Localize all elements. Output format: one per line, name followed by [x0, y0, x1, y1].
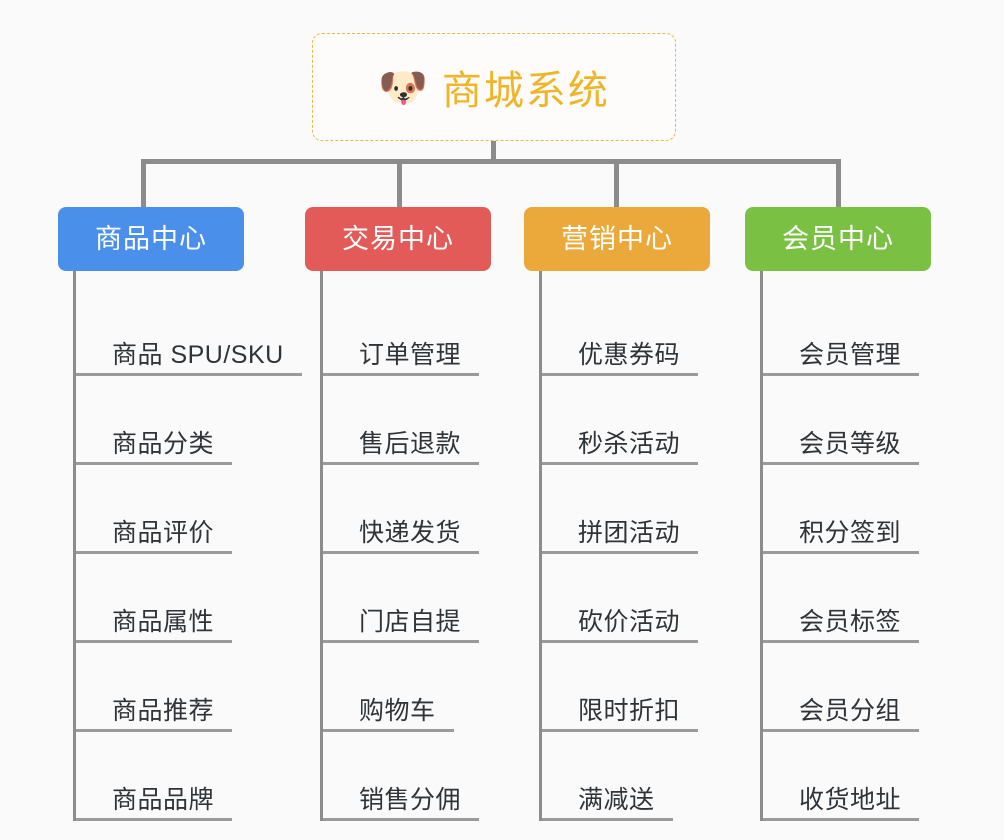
leaf-underline — [542, 640, 698, 643]
list-item[interactable]: 商品推荐 — [76, 643, 302, 732]
list-item[interactable]: 拼团活动 — [542, 465, 710, 554]
leaf-underline — [323, 462, 479, 465]
list-item[interactable]: 限时折扣 — [542, 643, 710, 732]
leaf-underline — [542, 373, 698, 376]
leaf-underline — [763, 729, 919, 732]
leaf-underline — [542, 729, 698, 732]
list-item[interactable]: 会员管理 — [763, 287, 931, 376]
category-header-trade-center[interactable]: 交易中心 — [305, 207, 491, 271]
leaf-underline — [76, 462, 232, 465]
leaf-underline — [542, 551, 698, 554]
leaf-label: 砍价活动 — [578, 608, 681, 636]
list-item[interactable]: 秒杀活动 — [542, 376, 710, 465]
category-header-product-center[interactable]: 商品中心 — [58, 207, 244, 271]
root-node[interactable]: 🐶 商城系统 — [312, 33, 676, 141]
leaf-underline — [76, 373, 302, 376]
connector-drop-3 — [614, 159, 619, 207]
leaf-underline — [763, 551, 919, 554]
connector-drop-4 — [836, 159, 841, 207]
branch-product-center: 商品中心 商品 SPU/SKU 商品分类 商品评价 商品属性 商品推荐 — [58, 207, 302, 821]
leaf-label: 商品评价 — [112, 519, 215, 547]
branch-trade-center: 交易中心 订单管理 售后退款 快递发货 门店自提 购物车 — [305, 207, 491, 821]
leaf-underline — [763, 818, 919, 821]
list-item[interactable]: 门店自提 — [323, 554, 491, 643]
leaf-underline — [763, 640, 919, 643]
leaf-list-product-center: 商品 SPU/SKU 商品分类 商品评价 商品属性 商品推荐 商品品牌 — [73, 271, 302, 821]
leaf-label: 商品推荐 — [112, 697, 215, 725]
connector-root-stem — [491, 141, 496, 163]
list-item[interactable]: 会员标签 — [763, 554, 931, 643]
leaf-label: 售后退款 — [359, 430, 462, 458]
list-item[interactable]: 优惠券码 — [542, 287, 710, 376]
leaf-label: 秒杀活动 — [578, 430, 681, 458]
category-header-marketing-center[interactable]: 营销中心 — [524, 207, 710, 271]
leaf-label: 积分签到 — [799, 519, 902, 547]
category-header-member-center[interactable]: 会员中心 — [745, 207, 931, 271]
leaf-underline — [763, 373, 919, 376]
root-title: 商城系统 — [441, 69, 610, 113]
leaf-list-trade-center: 订单管理 售后退款 快递发货 门店自提 购物车 销售分佣 — [320, 271, 491, 821]
leaf-label: 满减送 — [578, 786, 655, 814]
leaf-underline — [323, 373, 479, 376]
list-item[interactable]: 积分签到 — [763, 465, 931, 554]
list-item[interactable]: 商品品牌 — [76, 732, 302, 821]
list-item[interactable]: 会员等级 — [763, 376, 931, 465]
branch-marketing-center: 营销中心 优惠券码 秒杀活动 拼团活动 砍价活动 限时折扣 — [524, 207, 710, 821]
leaf-label: 会员分组 — [799, 697, 902, 725]
list-item[interactable]: 商品分类 — [76, 376, 302, 465]
leaf-list-marketing-center: 优惠券码 秒杀活动 拼团活动 砍价活动 限时折扣 满减送 — [539, 271, 710, 821]
leaf-underline — [542, 818, 673, 821]
leaf-label: 会员等级 — [799, 430, 902, 458]
list-item[interactable]: 快递发货 — [323, 465, 491, 554]
leaf-label: 会员管理 — [799, 341, 902, 369]
leaf-label: 订单管理 — [359, 341, 462, 369]
shiba-dog-face-icon: 🐶 — [378, 66, 428, 110]
list-item[interactable]: 订单管理 — [323, 287, 491, 376]
leaf-label: 购物车 — [359, 697, 436, 725]
leaf-underline — [323, 640, 479, 643]
leaf-label: 收货地址 — [799, 786, 902, 814]
leaf-underline — [763, 462, 919, 465]
leaf-underline — [76, 551, 232, 554]
connector-drop-2 — [397, 159, 402, 207]
leaf-label: 门店自提 — [359, 608, 462, 636]
list-item[interactable]: 砍价活动 — [542, 554, 710, 643]
branch-member-center: 会员中心 会员管理 会员等级 积分签到 会员标签 会员分组 — [745, 207, 931, 821]
leaf-label: 商品品牌 — [112, 786, 215, 814]
list-item[interactable]: 收货地址 — [763, 732, 931, 821]
leaf-underline — [323, 729, 454, 732]
list-item[interactable]: 售后退款 — [323, 376, 491, 465]
leaf-label: 商品属性 — [112, 608, 215, 636]
leaf-label: 会员标签 — [799, 608, 902, 636]
list-item[interactable]: 商品属性 — [76, 554, 302, 643]
leaf-label: 拼团活动 — [578, 519, 681, 547]
leaf-underline — [76, 818, 232, 821]
leaf-underline — [323, 818, 479, 821]
list-item[interactable]: 商品评价 — [76, 465, 302, 554]
leaf-label: 销售分佣 — [359, 786, 462, 814]
leaf-underline — [542, 462, 698, 465]
list-item[interactable]: 商品 SPU/SKU — [76, 287, 302, 376]
list-item[interactable]: 购物车 — [323, 643, 491, 732]
list-item[interactable]: 销售分佣 — [323, 732, 491, 821]
list-item[interactable]: 会员分组 — [763, 643, 931, 732]
leaf-label: 商品 SPU/SKU — [112, 341, 284, 369]
leaf-list-member-center: 会员管理 会员等级 积分签到 会员标签 会员分组 收货地址 — [760, 271, 931, 821]
leaf-label: 商品分类 — [112, 430, 215, 458]
connector-drop-1 — [141, 159, 146, 207]
leaf-label: 限时折扣 — [578, 697, 681, 725]
leaf-underline — [76, 729, 232, 732]
leaf-underline — [76, 640, 232, 643]
connector-horizontal-bus — [141, 159, 841, 164]
leaf-label: 快递发货 — [359, 519, 462, 547]
leaf-label: 优惠券码 — [578, 341, 681, 369]
list-item[interactable]: 满减送 — [542, 732, 710, 821]
leaf-underline — [323, 551, 479, 554]
